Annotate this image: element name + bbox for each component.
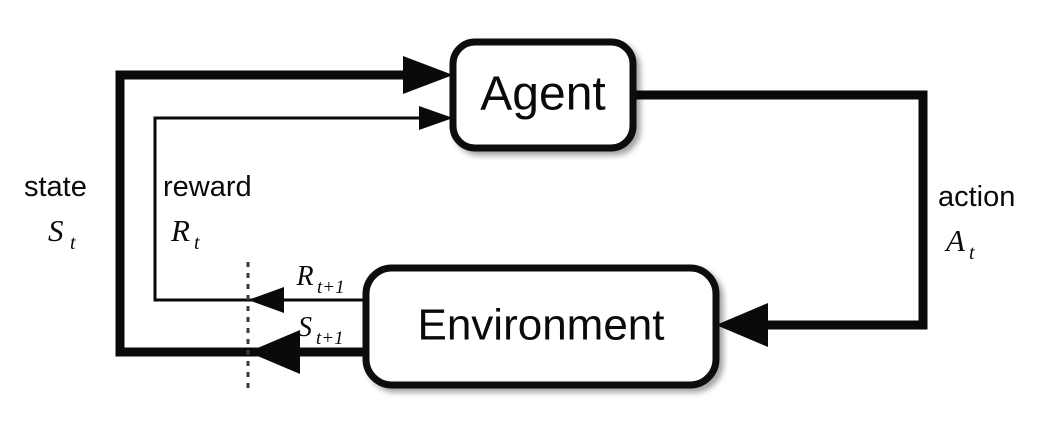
action-word-label: action (938, 181, 1015, 213)
edge-state-to-agent (115, 56, 453, 374)
state-word-label: state (24, 171, 87, 203)
reward-next-arrowhead (248, 287, 284, 313)
reward-next-symbol-label: R (295, 261, 313, 292)
signal-label-reward: reward R t (163, 171, 252, 254)
state-next-arrowhead (248, 330, 300, 374)
signal-label-state: state S t (24, 171, 87, 254)
agent-box[interactable] (449, 38, 637, 152)
agent-label: Agent (480, 68, 605, 121)
reward-into-agent-arrowhead (419, 106, 453, 130)
action-symbol-label: A (944, 223, 966, 258)
state-next-subscript-label: t+1 (316, 328, 344, 349)
edge-reward-to-agent (153, 106, 453, 313)
state-subscript-label: t (70, 232, 76, 254)
reward-symbol-label: R (170, 213, 190, 248)
reward-subscript-label: t (194, 232, 200, 254)
node-agent[interactable]: Agent (449, 38, 637, 152)
action-arrowhead (716, 303, 768, 347)
edge-action-to-environment (633, 90, 928, 347)
action-subscript-label: t (969, 242, 975, 264)
flow-label-reward-next: R t+1 (295, 261, 344, 298)
flow-label-state-next: S t+1 (298, 312, 344, 349)
node-environment[interactable]: Environment (362, 264, 720, 389)
reward-next-subscript-label: t+1 (317, 277, 345, 298)
state-into-agent-arrowhead (403, 56, 453, 94)
reward-word-label: reward (163, 171, 252, 203)
state-symbol-label: S (48, 213, 64, 248)
signal-label-action: action A t (938, 181, 1015, 264)
environment-label: Environment (417, 301, 664, 350)
environment-box[interactable] (362, 264, 720, 389)
state-next-symbol-label: S (298, 312, 312, 343)
action-path-line (633, 90, 928, 330)
state-path-line (115, 70, 405, 357)
